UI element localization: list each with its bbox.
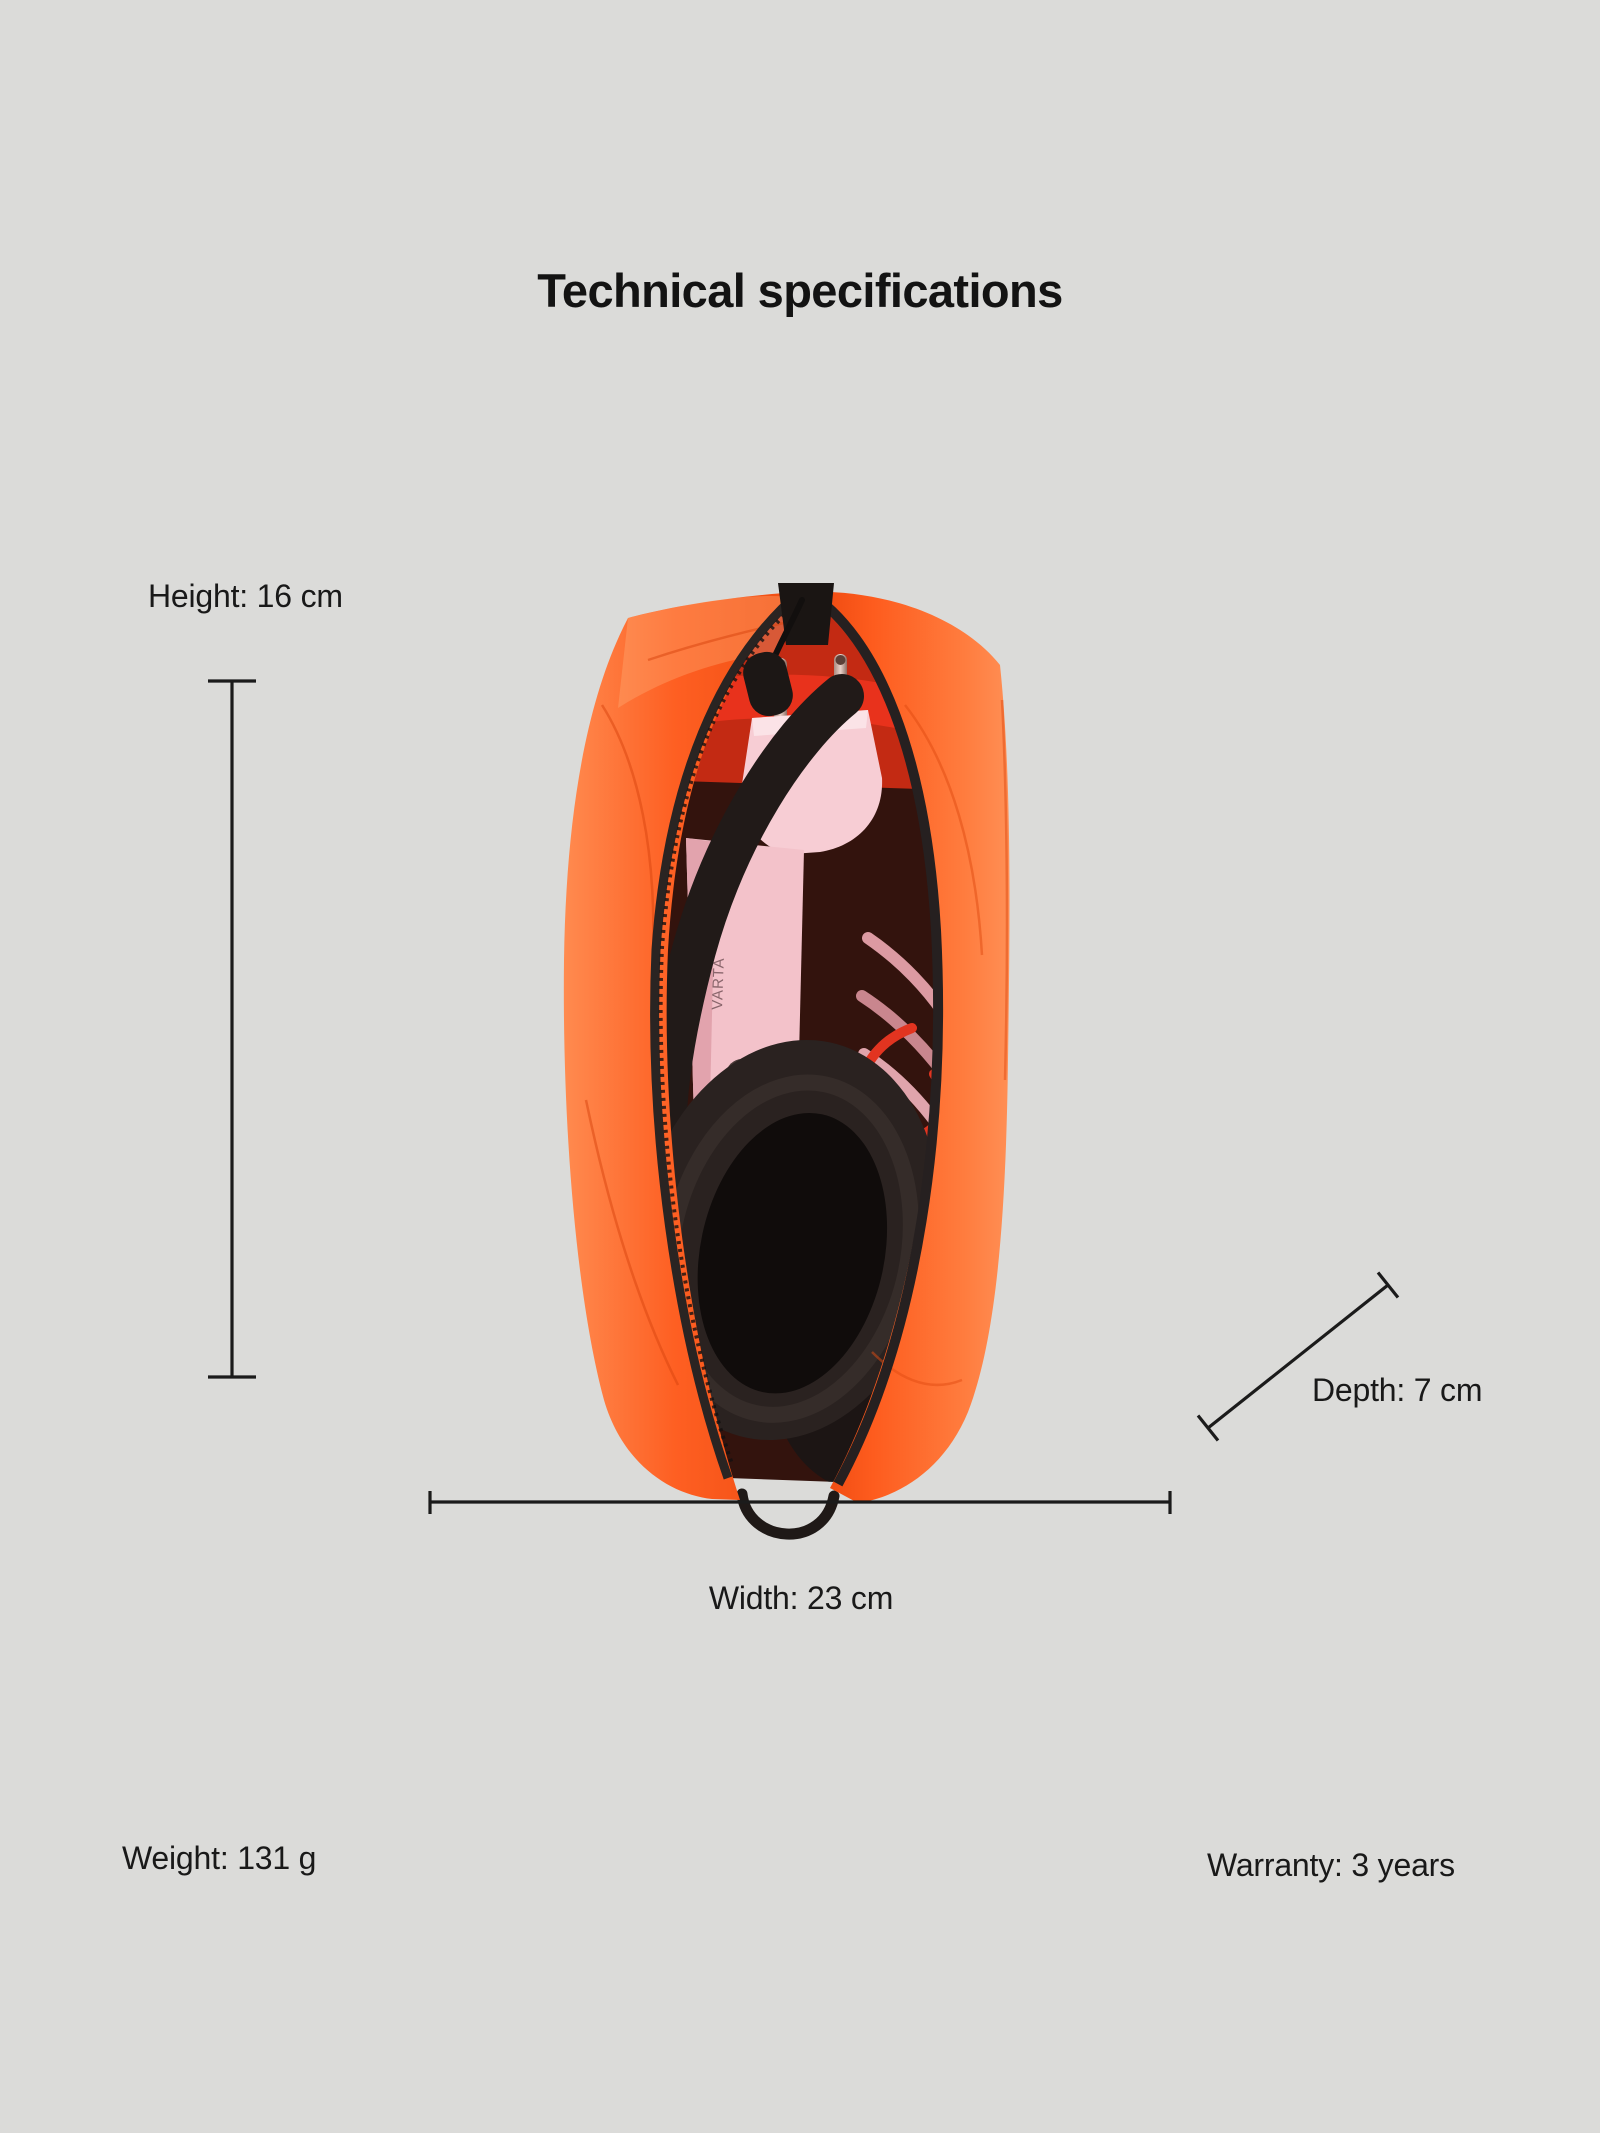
device-brand-text: VARTA <box>709 957 728 1010</box>
pouch-left-flap <box>563 592 800 1500</box>
pouch-illustration: VARTA <box>563 583 1010 1540</box>
height-dimension-line <box>208 679 256 1379</box>
zipper-edge-left <box>650 588 803 1480</box>
zipper-edge-right <box>802 585 944 1487</box>
warranty-spec-label: Warranty: 3 years <box>1207 1847 1455 1883</box>
depth-dimension-line <box>1196 1271 1400 1442</box>
weight-spec-label: Weight: 131 g <box>122 1840 317 1876</box>
depth-spec-label: Depth: 7 cm <box>1312 1372 1483 1408</box>
pouch-bottom-loop <box>736 1488 840 1540</box>
headphone-earcup <box>654 1039 938 1441</box>
width-dimension-line <box>428 1491 1172 1514</box>
zipper-pull <box>743 583 834 717</box>
width-spec-label: Width: 23 cm <box>708 1580 894 1616</box>
pouch-right-panel <box>800 591 1010 1503</box>
page-title: Technical specifications <box>537 264 1063 317</box>
height-spec-label: Height: 16 cm <box>148 578 343 614</box>
